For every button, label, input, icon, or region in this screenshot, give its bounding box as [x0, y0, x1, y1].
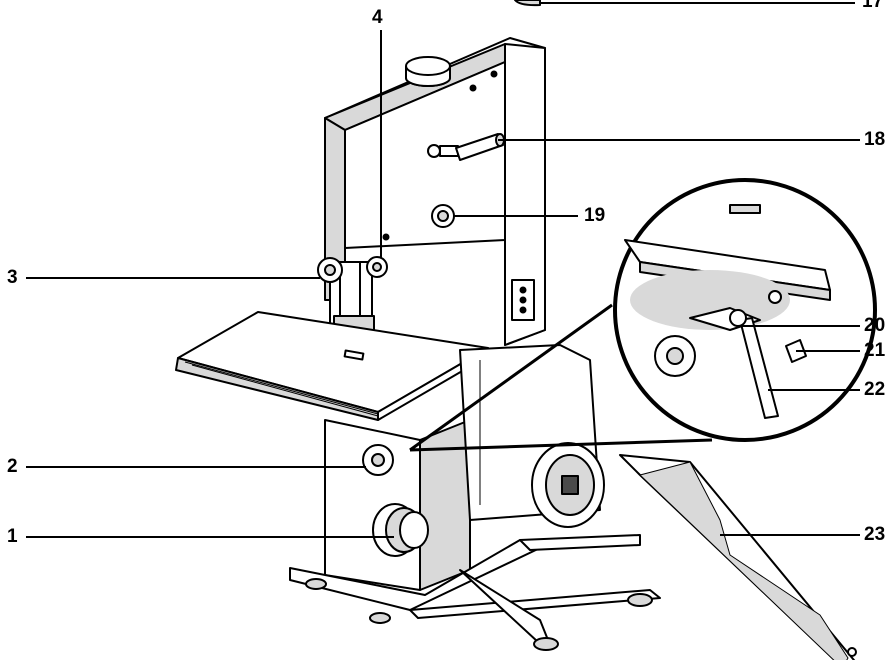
knob-4: [366, 256, 388, 278]
zoom-connector-bottom: [409, 438, 713, 452]
top-part-17: [514, 0, 541, 7]
blade-guard-23: [619, 454, 857, 660]
callout-2: 2: [7, 456, 18, 477]
top-tension-knob: [405, 56, 451, 87]
callout-20: 20: [864, 315, 886, 336]
lower-cabinet: [324, 419, 471, 591]
tilt-lock-knob-2: [362, 444, 394, 476]
callout-21: 21: [864, 340, 886, 361]
callout-19: 19: [584, 205, 606, 226]
leader-lines: [26, 2, 860, 538]
base-stand: [289, 534, 661, 651]
callout-4: 4: [372, 7, 383, 28]
callout-22: 22: [864, 379, 886, 400]
callout-23: 23: [864, 524, 886, 545]
callout-18: 18: [864, 129, 886, 150]
zoom-connector-top: [409, 303, 613, 452]
motor: [459, 344, 605, 528]
zoom-detail-circle: [613, 178, 877, 442]
knob-19: [431, 204, 455, 228]
callout-3: 3: [7, 267, 18, 288]
dust-port-1: [372, 503, 429, 557]
callout-17: 17: [862, 0, 884, 12]
knob-3: [317, 257, 343, 283]
callout-1: 1: [7, 526, 18, 547]
work-table: [175, 311, 489, 421]
